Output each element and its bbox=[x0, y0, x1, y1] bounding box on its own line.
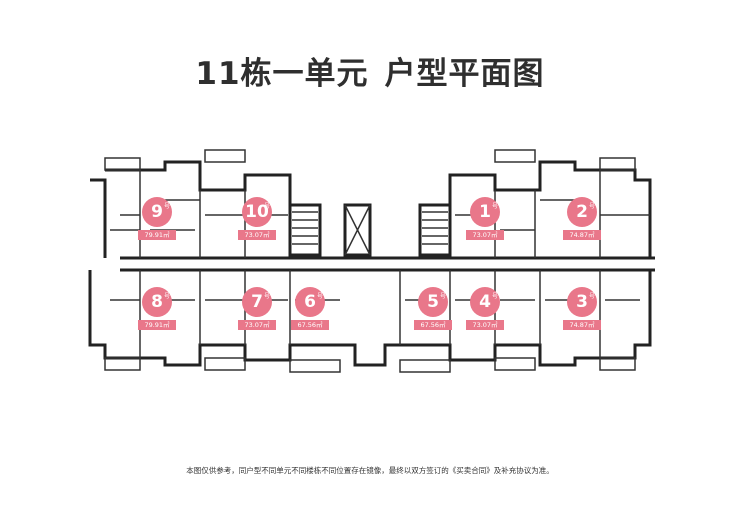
unit-badge-10: 10 号 73.07㎡ bbox=[238, 197, 276, 240]
unit-area: 73.07㎡ bbox=[238, 320, 276, 330]
unit-number: 9 bbox=[142, 197, 172, 227]
unit-suffix: 号 bbox=[589, 293, 596, 300]
unit-badge-8: 8 号 79.91㎡ bbox=[138, 287, 176, 330]
core-stair-left bbox=[288, 203, 322, 257]
wing-outline-top-left-west bbox=[90, 178, 107, 258]
title-plan-type: 户型平面图 bbox=[384, 56, 545, 92]
title-building-unit: 11栋一单元 bbox=[195, 56, 369, 92]
balcony-bottom-8 bbox=[104, 357, 141, 371]
balcony-bottom-7 bbox=[204, 357, 246, 371]
balcony-bottom-5 bbox=[399, 359, 451, 373]
disclaimer-note: 本图仅供参考，同户型不同单元不同楼栋不同位置存在镜像，最终以双方签订的《买卖合同… bbox=[186, 466, 554, 475]
unit-number: 8 bbox=[142, 287, 172, 317]
unit-area: 74.87㎡ bbox=[563, 230, 601, 240]
unit-number: 2 bbox=[567, 197, 597, 227]
unit-suffix: 号 bbox=[264, 203, 271, 210]
unit-number: 7 bbox=[242, 287, 272, 317]
unit-number: 6 bbox=[295, 287, 325, 317]
balcony-top-10 bbox=[204, 149, 246, 163]
unit-badge-6: 6 号 67.56㎡ bbox=[291, 287, 329, 330]
wing-outline-top-right bbox=[448, 160, 652, 258]
unit-number: 3 bbox=[567, 287, 597, 317]
unit-suffix: 号 bbox=[264, 293, 271, 300]
unit-badge-1: 1 号 73.07㎡ bbox=[466, 197, 504, 240]
unit-number: 5 bbox=[418, 287, 448, 317]
unit-area: 74.87㎡ bbox=[563, 320, 601, 330]
unit-number: 4 bbox=[470, 287, 500, 317]
balcony-top-1 bbox=[494, 149, 536, 163]
core-elevator-left bbox=[343, 203, 372, 257]
unit-area: 73.07㎡ bbox=[466, 230, 504, 240]
unit-area: 73.07㎡ bbox=[238, 230, 276, 240]
page-title: 11栋一单元户型平面图 bbox=[0, 48, 740, 93]
unit-suffix: 号 bbox=[492, 203, 499, 210]
unit-suffix: 号 bbox=[164, 203, 171, 210]
balcony-top-2 bbox=[599, 157, 636, 171]
balcony-bottom-4 bbox=[494, 357, 536, 371]
wing-outline-bottom-left bbox=[88, 270, 370, 367]
unit-suffix: 号 bbox=[164, 293, 171, 300]
unit-badge-9: 9 号 79.91㎡ bbox=[138, 197, 176, 240]
wing-outline-bottom-right bbox=[370, 270, 652, 367]
unit-area: 67.56㎡ bbox=[291, 320, 329, 330]
stair-treads-left bbox=[292, 211, 318, 245]
unit-suffix: 号 bbox=[317, 293, 324, 300]
unit-suffix: 号 bbox=[440, 293, 447, 300]
unit-badge-5: 5 号 67.56㎡ bbox=[414, 287, 452, 330]
unit-area: 79.91㎡ bbox=[138, 230, 176, 240]
partition-top-1 bbox=[120, 170, 246, 258]
unit-area: 79.91㎡ bbox=[138, 320, 176, 330]
elevator-cross bbox=[344, 204, 371, 256]
unit-area: 67.56㎡ bbox=[414, 320, 452, 330]
unit-badge-7: 7 号 73.07㎡ bbox=[238, 287, 276, 330]
partition-top-3 bbox=[455, 170, 650, 258]
core-stair-right bbox=[418, 203, 452, 257]
balcony-bottom-6 bbox=[289, 359, 341, 373]
unit-badge-2: 2 号 74.87㎡ bbox=[563, 197, 601, 240]
unit-number: 10 bbox=[242, 197, 272, 227]
unit-suffix: 号 bbox=[492, 293, 499, 300]
unit-badge-4: 4 号 73.07㎡ bbox=[466, 287, 504, 330]
unit-badge-3: 3 号 74.87㎡ bbox=[563, 287, 601, 330]
unit-area: 73.07㎡ bbox=[466, 320, 504, 330]
unit-number: 1 bbox=[470, 197, 500, 227]
balcony-bottom-3 bbox=[599, 357, 636, 371]
stair-treads-right bbox=[422, 211, 448, 245]
balcony-top-9 bbox=[104, 157, 141, 171]
unit-suffix: 号 bbox=[589, 203, 596, 210]
